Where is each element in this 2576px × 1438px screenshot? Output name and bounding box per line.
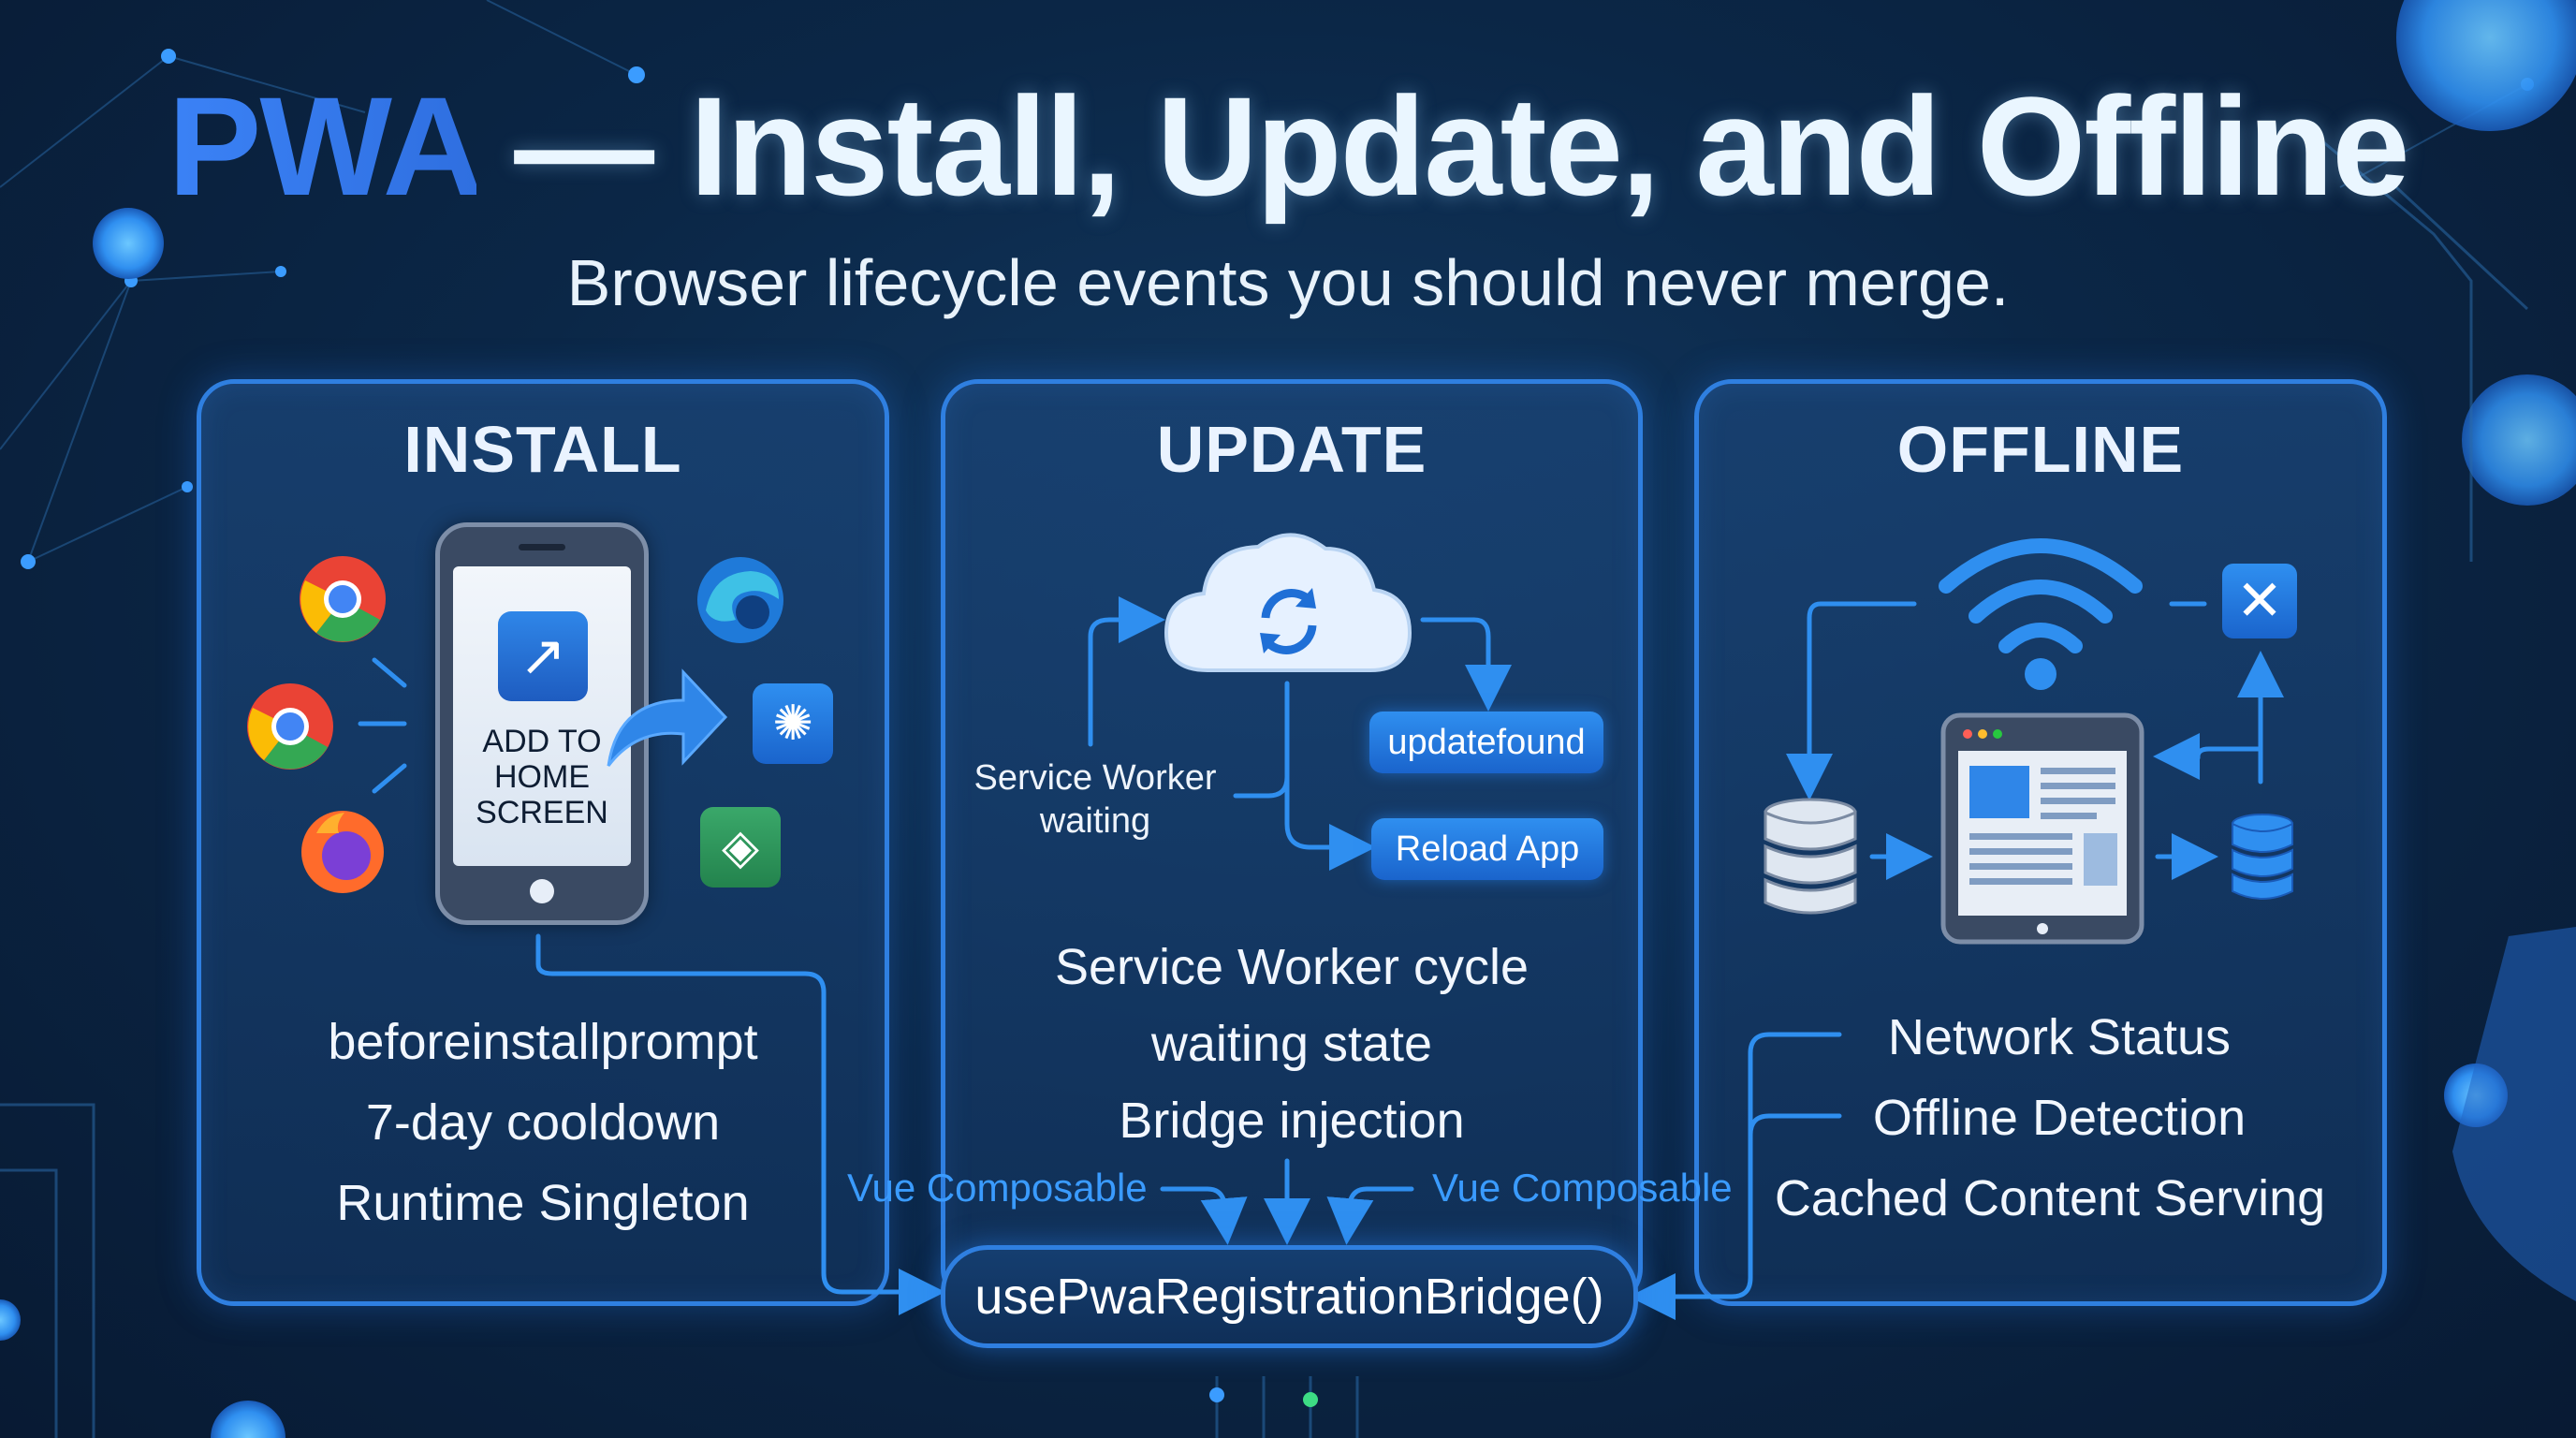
install-fact: beforeinstallprompt	[328, 1014, 758, 1070]
offline-fact: Network Status	[1887, 1009, 2232, 1065]
vue-composable-label-left: Vue Composable	[847, 1166, 1148, 1210]
app-icon: ✺	[753, 683, 833, 764]
reload-app-button[interactable]: Reload App	[1371, 818, 1603, 880]
page-title: PWA — Install, Update, and Offline	[0, 66, 2576, 227]
tablet-icon	[1940, 712, 2144, 945]
update-fact: waiting state	[1150, 1016, 1433, 1072]
service-worker-label: Service Worker waiting	[973, 758, 1217, 841]
edge-icon	[697, 557, 783, 643]
update-fact: Service Worker cycle	[1054, 939, 1530, 995]
install-fact: 7-day cooldown	[365, 1094, 721, 1151]
firefox-icon	[301, 811, 384, 893]
update-facts: Service Worker cycle waiting state Bridg…	[945, 929, 1638, 1159]
offline-panel-title: OFFLINE	[1896, 413, 2185, 486]
phone-screen: ↗ ADD TO HOME SCREEN	[453, 566, 631, 866]
update-fact: Bridge injection	[1119, 1093, 1465, 1149]
wifi-icon	[1939, 538, 2143, 690]
add-to-home-icon[interactable]: ↗	[498, 611, 588, 701]
offline-fact: Cached Content Serving	[1774, 1170, 2326, 1226]
database-icon	[1764, 798, 1857, 915]
add-to-home-label: ADD TO HOME SCREEN	[476, 724, 608, 830]
app-icon: ◈	[700, 807, 781, 888]
install-arrow-icon	[607, 668, 728, 767]
close-icon: ✕	[2222, 564, 2297, 638]
chrome-icon	[247, 683, 333, 770]
install-fact: Runtime Singleton	[336, 1175, 750, 1231]
cloud-sync-icon	[1164, 533, 1412, 672]
phone-mockup: ↗ ADD TO HOME SCREEN	[435, 522, 649, 925]
updatefound-event: updatefound	[1369, 712, 1603, 773]
title-accent: PWA	[168, 67, 478, 225]
update-panel-title: UPDATE	[1156, 413, 1427, 486]
offline-facts: Network Status Offline Detection Cached …	[1760, 997, 2340, 1239]
database-icon	[2232, 814, 2293, 900]
pwa-registration-bridge: usePwaRegistrationBridge()	[941, 1245, 1638, 1348]
title-rest: — Install, Update, and Offline	[476, 67, 2410, 225]
vue-composable-label-right: Vue Composable	[1432, 1166, 1733, 1210]
install-panel-title: INSTALL	[403, 413, 682, 486]
offline-fact: Offline Detection	[1872, 1090, 2247, 1146]
chrome-icon	[300, 556, 386, 642]
phone-home-button	[530, 879, 554, 903]
page-subtitle: Browser lifecycle events you should neve…	[566, 246, 2010, 319]
install-facts: beforeinstallprompt 7-day cooldown Runti…	[201, 1002, 885, 1243]
phone-speaker	[519, 544, 565, 550]
